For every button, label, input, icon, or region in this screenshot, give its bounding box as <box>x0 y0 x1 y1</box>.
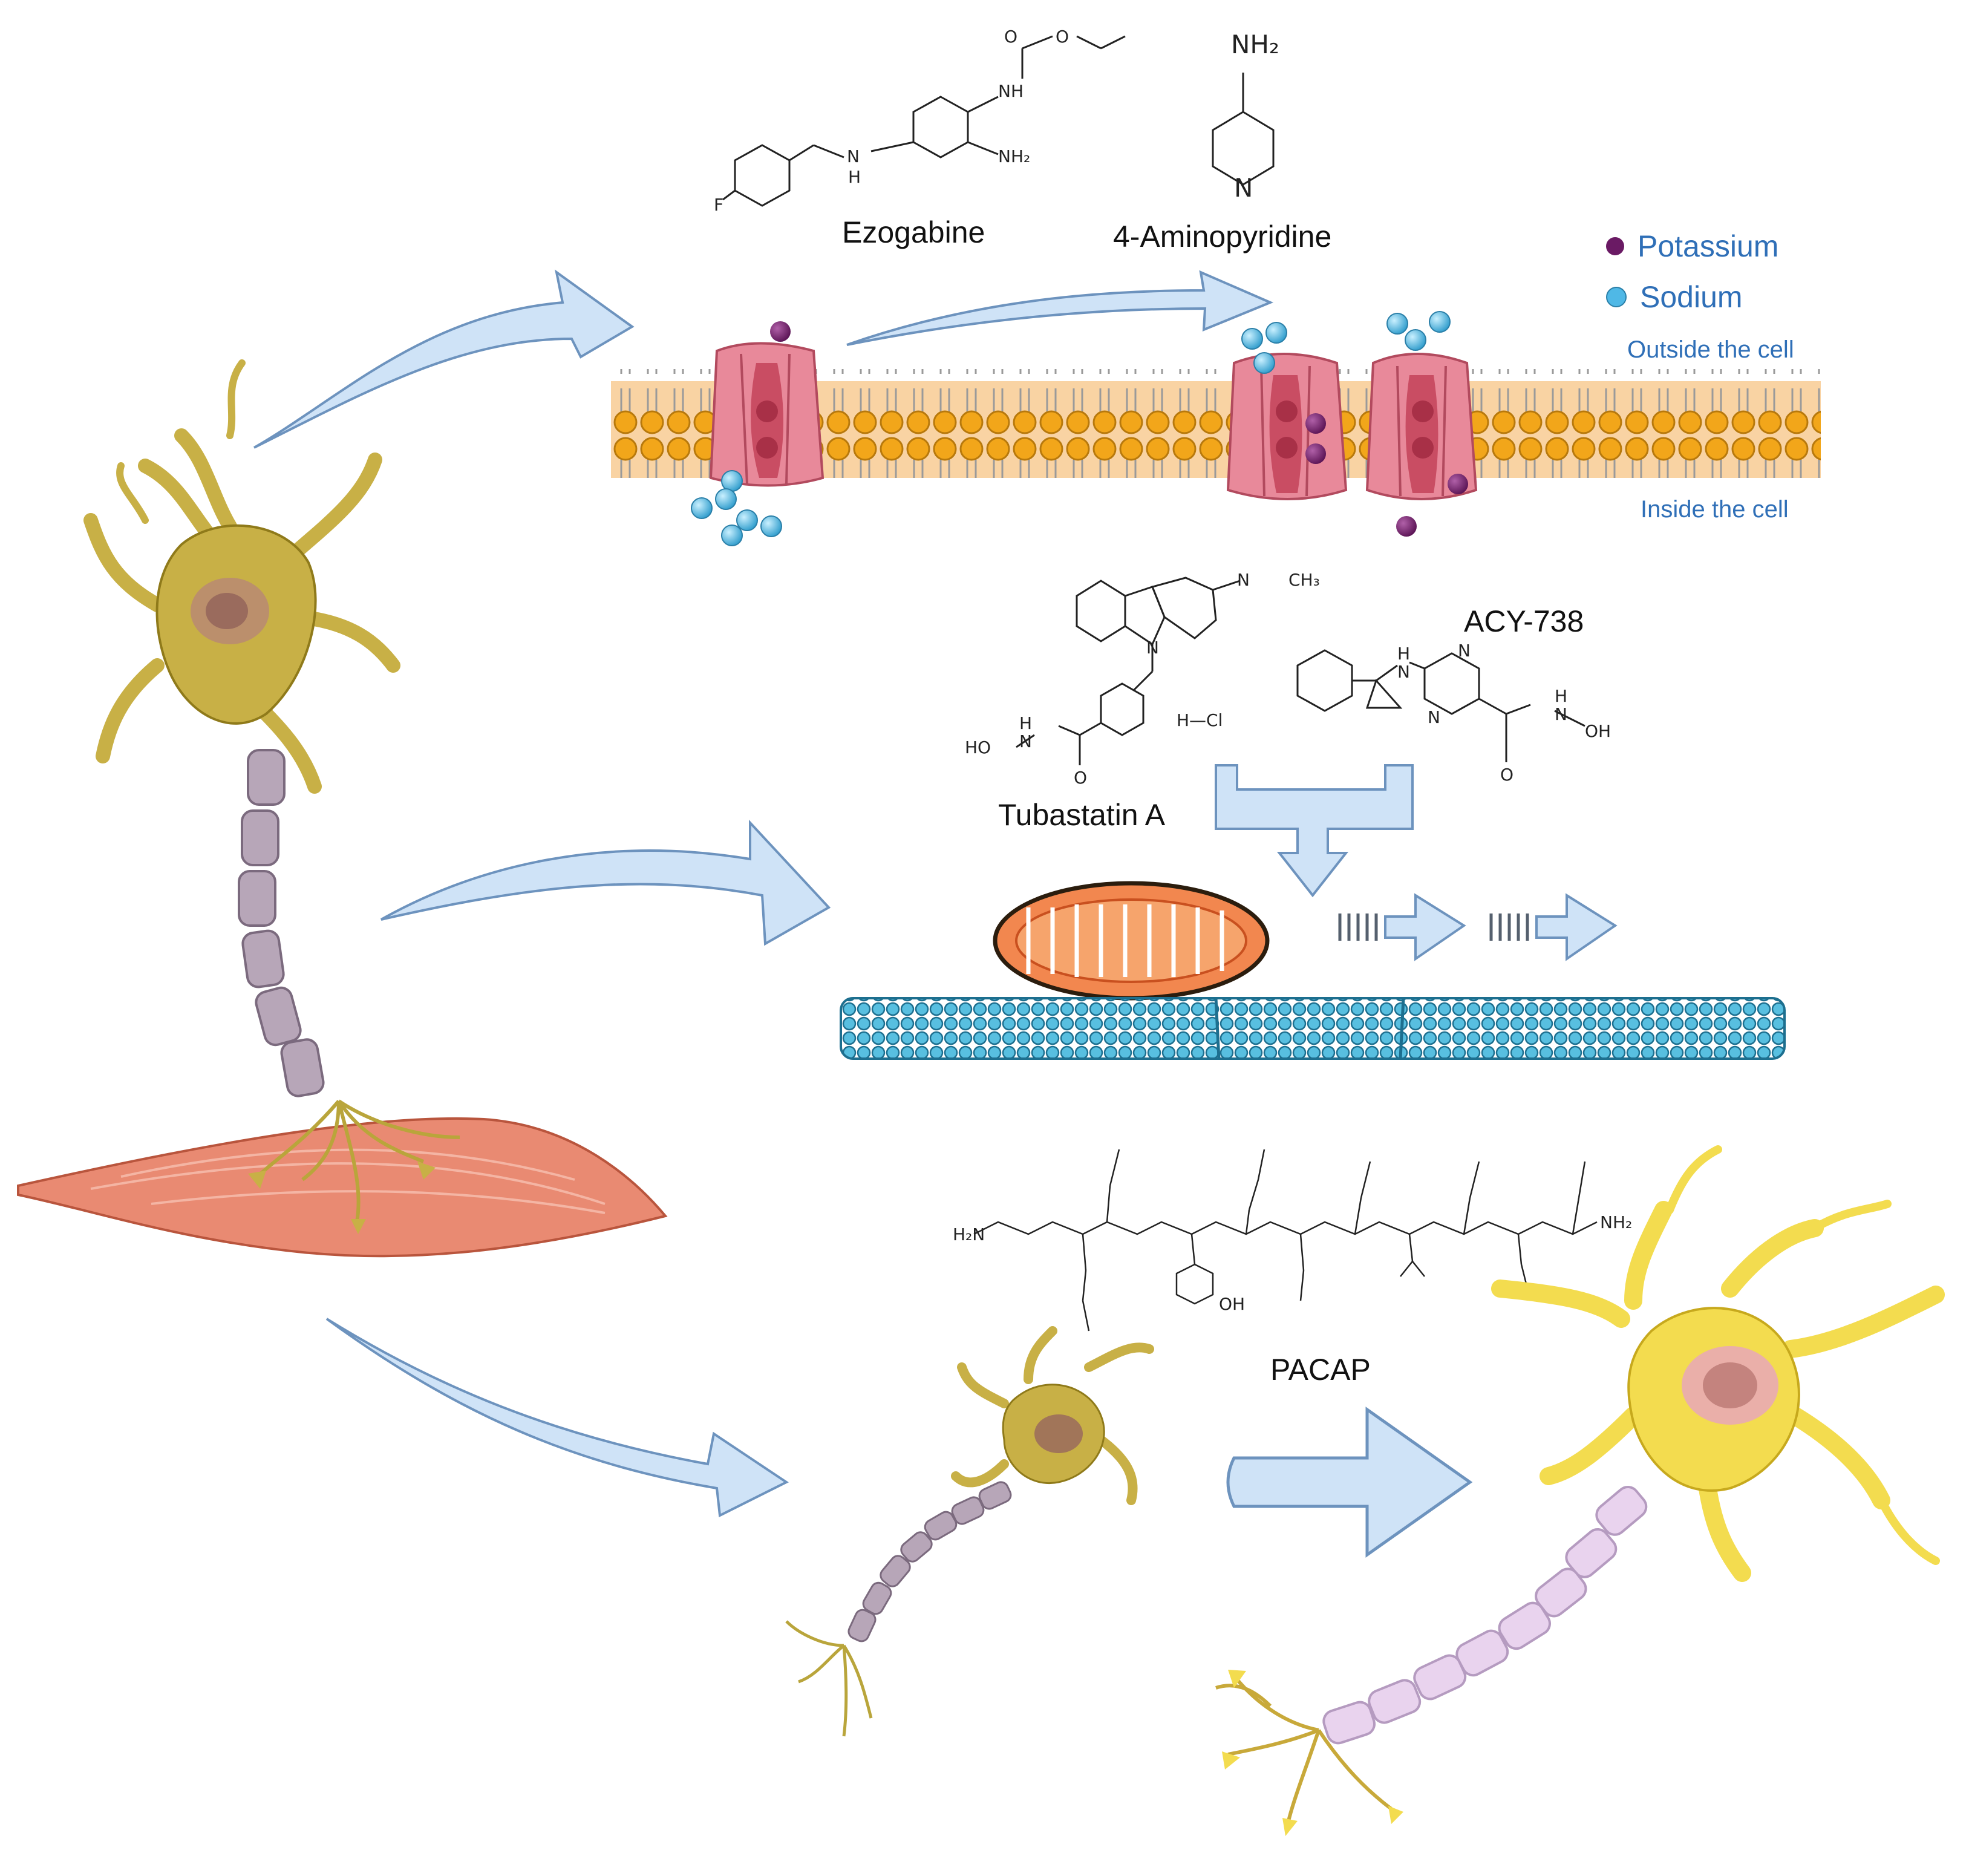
svg-text:NH: NH <box>998 81 1024 101</box>
sodium-channel <box>709 342 824 487</box>
legend-sodium-label: Sodium <box>1640 280 1743 314</box>
sodium-dot-icon <box>1606 287 1627 307</box>
curved-arrow-membrane <box>846 270 1274 346</box>
label-tubastatin-a: Tubastatin A <box>998 798 1166 832</box>
mitochondrion <box>993 881 1270 1001</box>
legend-potassium-label: Potassium <box>1638 229 1779 263</box>
curved-arrow-bottom <box>325 1318 789 1518</box>
label-pacap: PACAP <box>1270 1353 1371 1387</box>
aminopyridine-structure <box>1212 73 1275 186</box>
pacap-structure <box>973 1149 1598 1332</box>
svg-text:CH₃: CH₃ <box>1288 570 1320 590</box>
ezogabine-structure <box>722 35 1126 207</box>
legend-potassium: Potassium <box>1606 229 1778 264</box>
label-4-aminopyridine: 4-Aminopyridine <box>1113 220 1332 253</box>
svg-text:O: O <box>1004 27 1017 47</box>
svg-text:N: N <box>1428 707 1440 727</box>
svg-text:N: N <box>1555 704 1567 724</box>
label-outside-cell: Outside the cell <box>1627 336 1794 363</box>
svg-text:NH₂: NH₂ <box>1600 1212 1632 1232</box>
svg-text:N: N <box>1234 173 1253 203</box>
acy738-structure <box>1296 649 1585 762</box>
potassium-channel-2 <box>1365 353 1478 500</box>
inhibitor-combine-arrow <box>1215 764 1414 898</box>
tubastatin-structure <box>1016 577 1241 765</box>
svg-text:N: N <box>847 146 860 166</box>
neuron-large <box>1215 1145 1945 1836</box>
svg-text:N: N <box>1397 662 1410 682</box>
microtubule <box>840 997 1786 1060</box>
svg-text:H—Cl: H—Cl <box>1177 710 1223 730</box>
curved-arrow-top <box>253 269 635 449</box>
potassium-dot-icon <box>1606 237 1624 255</box>
label-inside-cell: Inside the cell <box>1641 496 1789 523</box>
transport-arrow-1 <box>1338 893 1466 961</box>
svg-text:OH: OH <box>1219 1294 1245 1314</box>
potassium-channel-1 <box>1226 353 1348 500</box>
svg-text:H₂N: H₂N <box>953 1224 985 1244</box>
muscle-fiber <box>17 1117 668 1258</box>
svg-text:H: H <box>1555 686 1567 706</box>
svg-text:O: O <box>1500 765 1513 785</box>
neuron-small <box>785 1326 1154 1737</box>
svg-text:H: H <box>848 167 861 187</box>
svg-text:O: O <box>1074 768 1087 788</box>
svg-text:H: H <box>1397 644 1410 664</box>
svg-text:H: H <box>1019 713 1032 733</box>
transport-arrow-2 <box>1489 893 1618 961</box>
potassium-ions <box>770 321 1468 537</box>
legend-sodium: Sodium <box>1606 279 1743 315</box>
svg-text:O: O <box>1056 27 1069 47</box>
label-acy-738: ACY-738 <box>1464 604 1584 638</box>
svg-text:N: N <box>1237 570 1250 590</box>
svg-text:F: F <box>714 195 723 215</box>
sodium-ions <box>691 311 1451 546</box>
svg-text:NH₂: NH₂ <box>1231 30 1279 59</box>
svg-text:N: N <box>1019 731 1032 751</box>
label-ezogabine: Ezogabine <box>842 215 985 249</box>
pacap-arrow <box>1226 1407 1473 1558</box>
curved-arrow-middle <box>380 819 831 946</box>
svg-text:N: N <box>1458 641 1471 661</box>
svg-text:NH₂: NH₂ <box>998 146 1030 166</box>
svg-text:N: N <box>1146 638 1159 658</box>
svg-text:HO: HO <box>965 737 991 757</box>
svg-text:OH: OH <box>1585 721 1611 741</box>
structure-atom-labels: O O NH N H NH₂ F NH₂ N CH₃ N N H—Cl HO N… <box>714 27 1632 1314</box>
neuron-left <box>83 359 460 1234</box>
